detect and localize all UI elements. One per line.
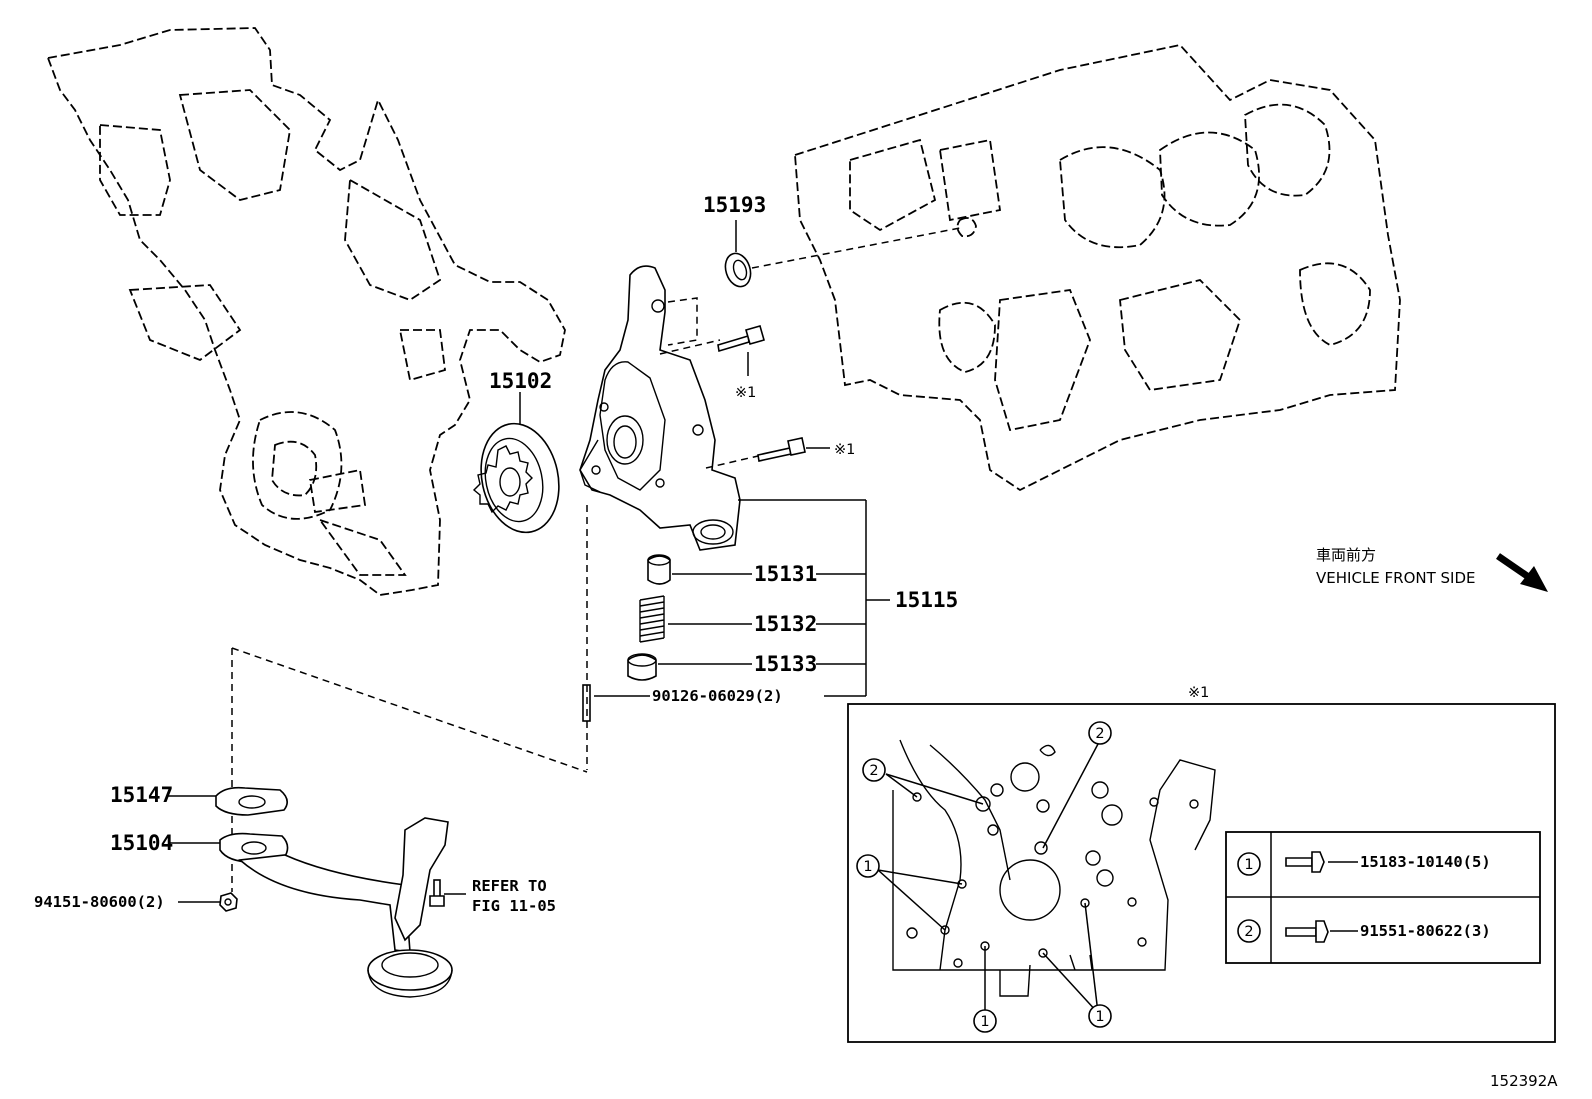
bolt-icon (717, 325, 765, 353)
detail-circle-label: 2 (862, 758, 886, 782)
bolt-mark-a: ※1 (735, 385, 756, 401)
table-part-number: 15183-10140(5) (1360, 853, 1491, 871)
callout-15104: 15104 (110, 831, 173, 855)
pump-rotor-15102 (472, 422, 560, 534)
bolt-icon (429, 879, 445, 907)
callout-90126: 90126-06029(2) (652, 687, 783, 705)
callout-94151: 94151-80600(2) (34, 893, 165, 911)
spring-15132 (639, 595, 665, 643)
seal-ring-15193 (724, 252, 752, 288)
svg-text:1: 1 (980, 1014, 989, 1030)
svg-text:1: 1 (863, 859, 872, 875)
refer-to-line1[interactable]: REFER TO (472, 877, 547, 895)
cylinder-block-outline (794, 44, 1401, 492)
table-row-2: 2 91551-80622(3) (1237, 919, 1491, 943)
table-key: 2 (1244, 924, 1253, 940)
vehicle-front-jp: 車両前方 (1316, 546, 1376, 564)
dash-cover-to-strainer (231, 647, 588, 773)
figure-id: 152392A (1490, 1072, 1558, 1090)
refer-to-line2[interactable]: FIG 11-05 (472, 897, 556, 915)
detail-box (847, 703, 1556, 1043)
plug-15133 (627, 653, 657, 681)
callout-15133: 15133 (754, 652, 817, 676)
relief-valve-15131 (647, 554, 671, 585)
detail-table (1225, 831, 1541, 964)
detail-circle-label: 1 (973, 1009, 997, 1033)
nut-94151 (219, 892, 238, 912)
detail-block-drawing (892, 739, 1216, 997)
bolt-icon (1285, 851, 1325, 873)
svg-text:2: 2 (1095, 726, 1104, 742)
callout-15131: 15131 (754, 562, 817, 586)
oil-pump-body-15115 (579, 265, 741, 551)
svg-text:2: 2 (869, 763, 878, 779)
callout-15132: 15132 (754, 612, 817, 636)
svg-text:1: 1 (1095, 1009, 1104, 1025)
table-key: 1 (1244, 857, 1253, 873)
table-row-1: 1 15183-10140(5) (1237, 851, 1491, 876)
bolt-mark-b: ※1 (834, 442, 855, 458)
callout-15147: 15147 (110, 783, 173, 807)
callout-15102: 15102 (489, 369, 552, 393)
detail-marker: ※1 (1188, 685, 1209, 701)
dash-pump-upper (667, 297, 698, 346)
detail-leaders (877, 743, 1099, 1016)
detail-circle-label: 1 (856, 854, 880, 878)
oil-strainer-15104 (219, 817, 453, 998)
gasket-15147 (215, 786, 288, 816)
bracket-15115 (738, 499, 890, 697)
detail-circle-label: 2 (1088, 721, 1112, 745)
table-part-number: 91551-80622(3) (1360, 922, 1491, 940)
callout-15115: 15115 (895, 588, 958, 612)
bolt-icon (1285, 920, 1329, 943)
vehicle-front-en: VEHICLE FRONT SIDE (1316, 569, 1476, 587)
dash-pump-bolt-b (705, 455, 759, 469)
front-arrow-icon (1496, 553, 1548, 592)
dash-15193-to-block (751, 227, 961, 269)
detail-circle-label: 1 (1088, 1004, 1112, 1028)
dash-pump-bolt-a (659, 339, 721, 355)
timing-cover-outline (46, 27, 566, 596)
callout-15193: 15193 (703, 193, 766, 217)
bolt-icon (757, 437, 806, 462)
